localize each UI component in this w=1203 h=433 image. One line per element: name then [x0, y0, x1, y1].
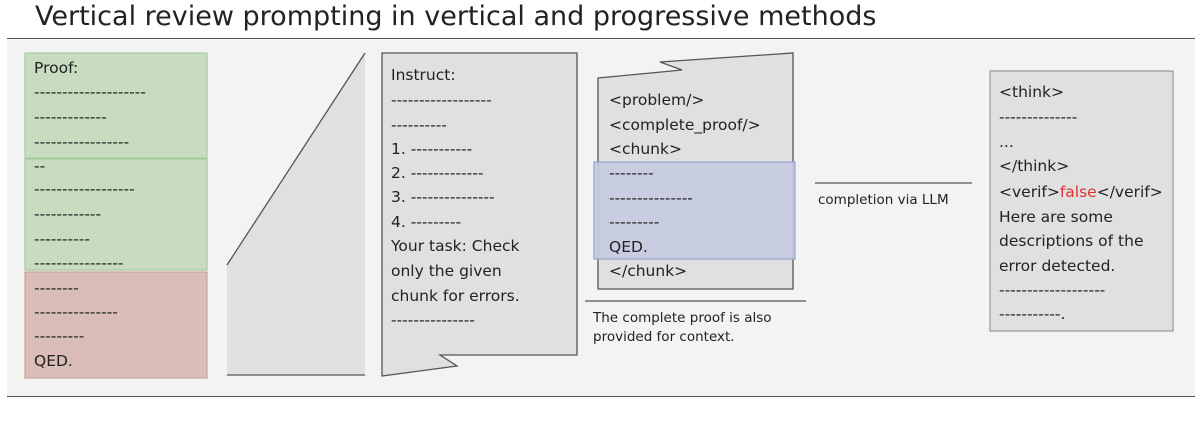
- verif-close-tag: </verif>: [1096, 183, 1163, 201]
- instruct-line: 2. -------------: [391, 164, 484, 182]
- proof-line: QED.: [34, 352, 73, 370]
- output-desc-line: error detected.: [999, 257, 1116, 275]
- proof-segment-red: [24, 271, 208, 379]
- output-line: --------------: [999, 108, 1078, 126]
- completion-label: completion via LLM: [818, 192, 949, 208]
- output-line: </think>: [999, 157, 1070, 175]
- proof-line: ------------------: [34, 180, 135, 198]
- instruct-line: chunk for errors.: [391, 287, 520, 305]
- chunk-line: ---------------: [609, 189, 693, 207]
- instruct-line: ---------------: [391, 311, 475, 329]
- output-desc-line: -------------------: [999, 281, 1106, 299]
- proof-line: --------------------: [34, 83, 146, 101]
- chunk-line: <complete_proof/>: [609, 116, 761, 134]
- chunk-line: <chunk>: [609, 140, 682, 158]
- proof-line: ----------------: [34, 254, 124, 272]
- proof-line: --: [34, 157, 46, 175]
- chunk-caption: provided for context.: [593, 329, 735, 345]
- instruct-line: 1. -----------: [391, 140, 473, 158]
- output-line: ...: [999, 133, 1014, 151]
- funnel-diagonal: [226, 52, 366, 266]
- chunk-line: </chunk>: [609, 262, 688, 280]
- verif-value: false: [1059, 183, 1097, 201]
- verif-line: <verif>false</verif>: [999, 180, 1163, 205]
- instruct-line: Your task: Check: [391, 237, 520, 255]
- output-document: [989, 70, 1174, 332]
- instruct-line: only the given: [391, 262, 502, 280]
- output-desc-line: Here are some: [999, 208, 1113, 226]
- instruct-line: ----------: [391, 116, 447, 134]
- chunk-line: QED.: [609, 238, 648, 256]
- proof-line: --------: [34, 279, 79, 297]
- proof-line: -----------------: [34, 133, 130, 151]
- proof-line: ---------: [34, 327, 85, 345]
- instruct-line: ------------------: [391, 91, 492, 109]
- verif-open-tag: <verif>: [999, 183, 1060, 201]
- instruct-document: [381, 52, 578, 377]
- output-desc-line: descriptions of the: [999, 232, 1144, 250]
- proof-line: ------------: [34, 205, 102, 223]
- diagram-title: Vertical review prompting in vertical an…: [35, 1, 877, 32]
- chunk-highlight: [593, 161, 796, 260]
- instruct-line: 4. ---------: [391, 213, 462, 231]
- proof-segment-green-1: [24, 52, 208, 159]
- chunk-caption: The complete proof is also: [593, 310, 772, 326]
- proof-line: ---------------: [34, 303, 118, 321]
- chunk-line: <problem/>: [609, 91, 705, 109]
- output-line: <think>: [999, 83, 1064, 101]
- chunk-line: ---------: [609, 213, 660, 231]
- expansion-funnel: [227, 53, 365, 375]
- instruct-line: Instruct:: [391, 66, 456, 84]
- chunk-line: --------: [609, 164, 654, 182]
- proof-line: ----------: [34, 230, 90, 248]
- proof-line: Proof:: [34, 59, 79, 77]
- proof-line: -------------: [34, 108, 107, 126]
- instruct-line: 3. ---------------: [391, 188, 495, 206]
- proof-segment-green-2: [24, 158, 208, 271]
- output-desc-line: -----------.: [999, 305, 1066, 323]
